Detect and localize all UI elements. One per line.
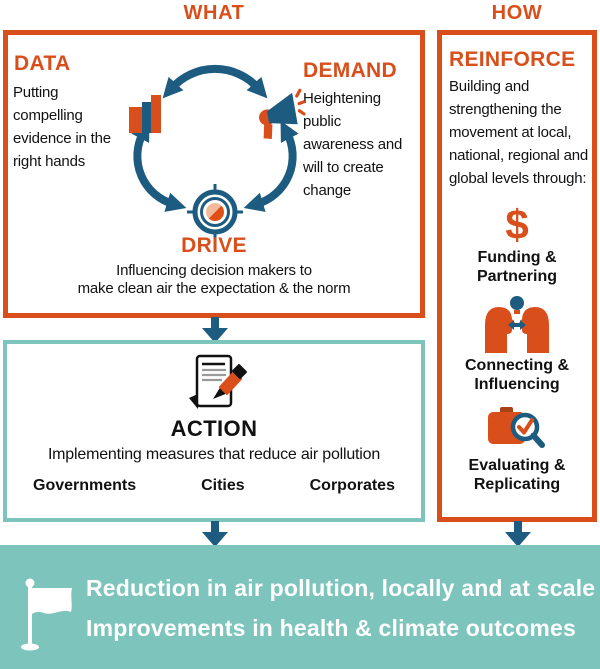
dollar-icon: $: [505, 201, 529, 248]
action-description: Implementing measures that reduce air po…: [47, 446, 381, 463]
data-title: DATA: [14, 52, 71, 75]
drive-title: DRIVE: [181, 234, 247, 257]
reinforce-title: REINFORCE: [449, 48, 576, 71]
reinforce-item-funding: $ Funding & Partnering: [442, 201, 592, 286]
outcome-line1: Reduction in air pollution, locally and …: [86, 575, 596, 601]
reinforce-item-connecting: Connecting & Influencing: [442, 293, 592, 394]
reinforce-item-label: Evaluating & Replicating: [468, 457, 566, 493]
drive-description-line1: Influencing decision makers to: [116, 262, 312, 279]
cycle-arrows-icon: [131, 64, 299, 212]
megaphone-icon: [259, 88, 306, 139]
action-box: ACTION Implementing measures that reduce…: [3, 340, 425, 522]
flow-arrow-reinforce-to-outcome: [505, 521, 531, 547]
outcome-line2: Improvements in health & climate outcome…: [86, 615, 577, 641]
reinforce-item-label: Funding & Partnering: [476, 249, 557, 285]
evaluate-magnifier-icon: [488, 407, 545, 448]
action-title: ACTION: [170, 416, 258, 441]
demand-description: Heightening public awareness and will to…: [303, 90, 403, 199]
actor-cities: Cities: [201, 477, 245, 494]
data-description: Putting compelling evidence in the right…: [13, 84, 111, 170]
what-box: DATA Putting compelling evidence in the …: [3, 30, 425, 318]
flow-arrow-what-to-action: [202, 317, 228, 343]
actor-corporates: Corporates: [309, 477, 395, 494]
flag-icon: [21, 578, 72, 651]
actor-governments: Governments: [33, 477, 137, 494]
what-column-header: WHAT: [183, 2, 245, 24]
drive-description-line2: make clean air the expectation & the nor…: [77, 280, 351, 297]
outcome-banner: Reduction in air pollution, locally and …: [0, 545, 600, 669]
reinforce-item-evaluating: Evaluating & Replicating: [442, 405, 592, 494]
how-column-header: HOW: [491, 2, 543, 24]
people-connect-icon: [485, 296, 549, 353]
flow-arrow-action-to-outcome: [202, 521, 228, 547]
reinforce-item-label: Connecting & Influencing: [465, 357, 569, 393]
demand-title: DEMAND: [303, 59, 397, 82]
action-actors-row: Governments Cities Corporates: [33, 477, 395, 495]
bar-chart-icon: [129, 95, 161, 133]
document-pen-icon: [189, 354, 247, 409]
target-icon: [187, 184, 243, 240]
reinforce-description: Building and strengthening the movement …: [449, 78, 589, 187]
reinforce-box: REINFORCE Building and strengthening the…: [437, 30, 597, 522]
